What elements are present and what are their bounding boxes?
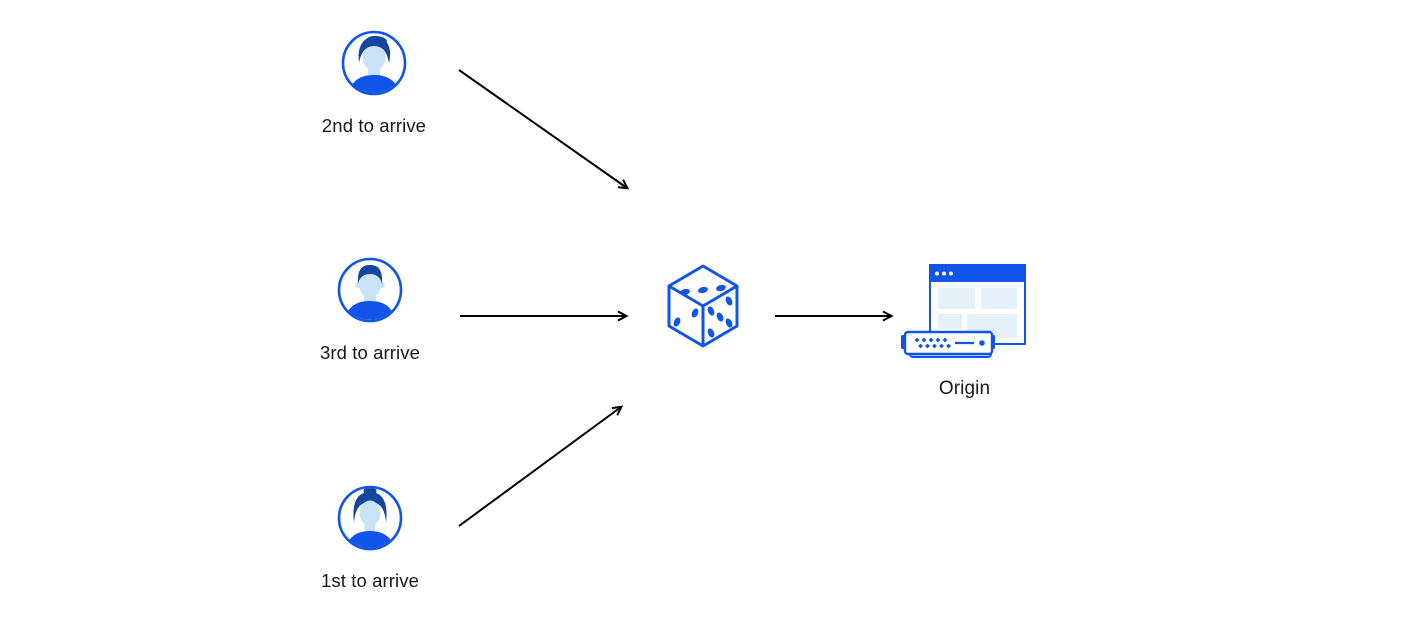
window-dot-icon: [942, 271, 946, 276]
client-third-node: 3rd to arrive: [285, 257, 455, 363]
client-second-node: 2nd to arrive: [289, 30, 459, 136]
client-first-node: 1st to arrive: [285, 485, 455, 591]
arrow-second-to-dice: [458, 69, 630, 190]
woman-bun-avatar-icon: [337, 485, 403, 551]
client-second-label: 2nd to arrive: [321, 115, 427, 136]
randomizer-node: [665, 262, 741, 350]
dice-icon: [667, 264, 739, 348]
origin-node: Origin: [897, 262, 1032, 398]
arrow-first-to-dice: [458, 405, 624, 527]
client-third-label: 3rd to arrive: [319, 342, 420, 363]
window-dot-icon: [949, 271, 953, 276]
window-dot-icon: [935, 271, 939, 276]
man-quiff-avatar-icon: [341, 30, 407, 96]
origin-label: Origin: [938, 378, 991, 399]
origin-server-browser-icon: [901, 264, 1026, 358]
man-flattop-avatar-icon: [337, 257, 403, 323]
client-first-label: 1st to arrive: [321, 570, 419, 591]
